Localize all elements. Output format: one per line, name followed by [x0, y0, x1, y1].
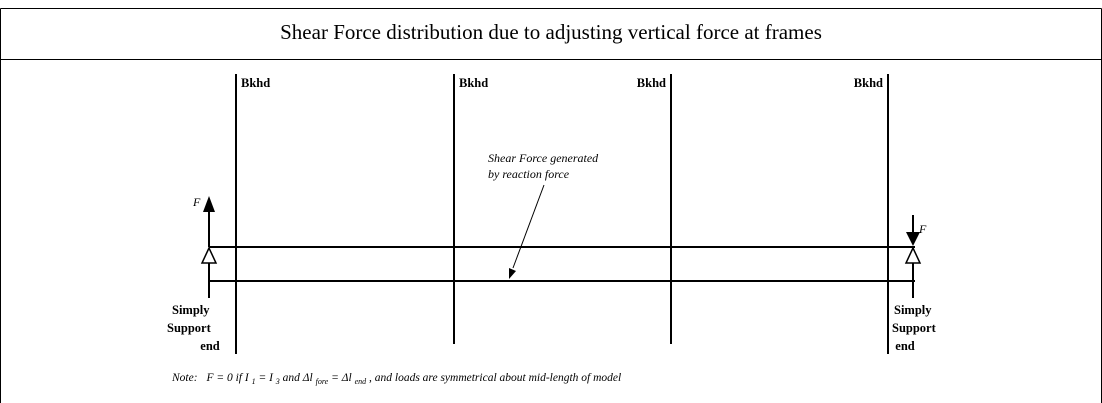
note-eq1: F = 0 if I — [205, 372, 249, 384]
note-prefix: Note: — [171, 372, 198, 384]
note-mid2: and Δl — [283, 372, 313, 384]
left-force-arrow — [203, 196, 215, 247]
left-force-label: F — [192, 195, 201, 209]
bulkhead-lines — [235, 74, 889, 354]
right-support-line3: end — [895, 339, 915, 353]
note-sub3: 3 — [275, 377, 280, 386]
note-sub-fore: fore — [316, 377, 329, 386]
bulkhead-label-3: Bkhd — [637, 76, 666, 90]
annotation-line1: Shear Force generated — [488, 151, 599, 165]
note-sub1: 1 — [252, 377, 256, 386]
left-support-label: Simply Support end — [167, 303, 220, 353]
note-mid1: = I — [258, 372, 274, 384]
figure-title: Shear Force distribution due to adjustin… — [280, 20, 822, 44]
left-support-line2: Support — [167, 321, 212, 335]
note-sub-end: end — [355, 377, 368, 386]
left-support-line3: end — [200, 339, 220, 353]
table-border — [0, 8, 1102, 403]
left-support — [200, 246, 218, 298]
bulkhead-label-2: Bkhd — [459, 76, 488, 90]
annotation-pointer — [509, 184, 545, 279]
footnote: Note: F = 0 if I 1 = I 3 and Δl fore = Δ… — [171, 372, 621, 387]
right-support-line2: Support — [892, 321, 937, 335]
right-support — [904, 246, 922, 298]
right-support-label: Simply Support end — [892, 303, 937, 353]
note-mid3: = Δl — [331, 372, 352, 384]
right-support-line1: Simply — [894, 303, 932, 317]
beam — [209, 246, 915, 282]
bulkhead-label-1: Bkhd — [241, 76, 270, 90]
bulkhead-label-4: Bkhd — [854, 76, 883, 90]
annotation-line2: by reaction force — [488, 167, 570, 181]
note-suffix: , and loads are symmetrical about mid-le… — [369, 372, 621, 384]
right-force-arrow — [906, 215, 920, 246]
left-support-line1: Simply — [172, 303, 210, 317]
right-force-label: F — [918, 222, 927, 236]
